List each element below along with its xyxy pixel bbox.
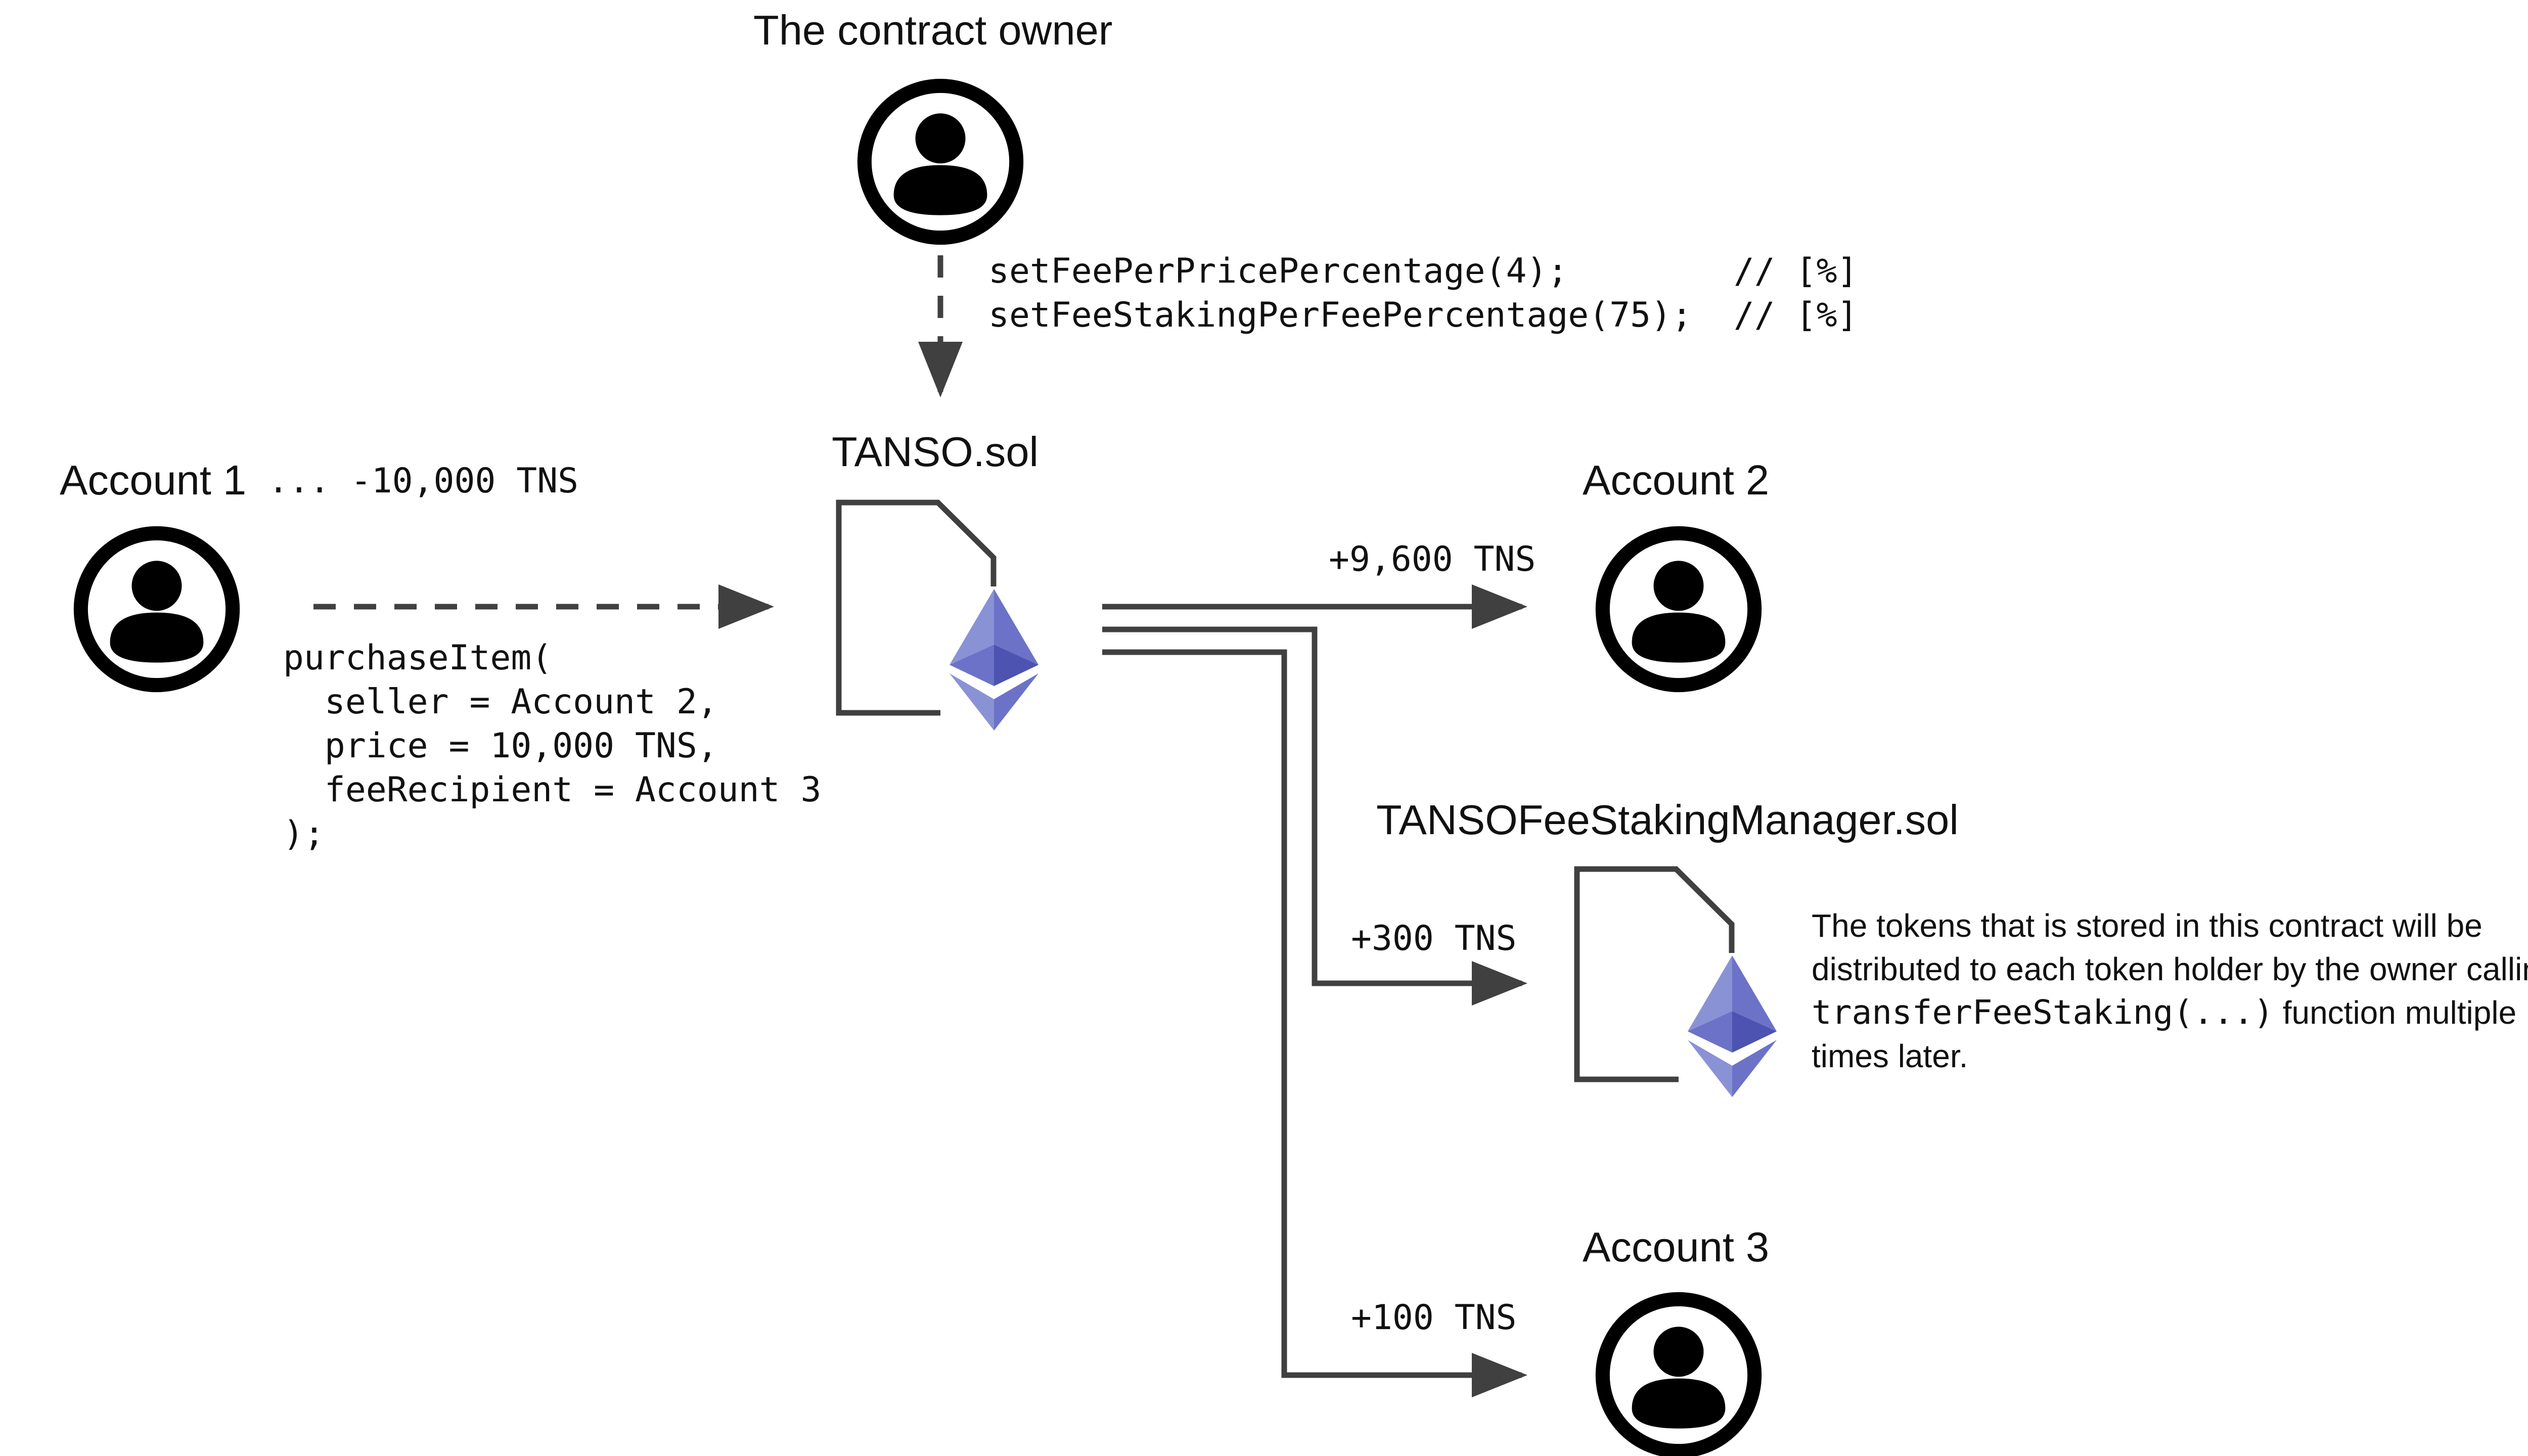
tanso-title: TANSO.sol — [832, 428, 1039, 475]
purchase-call-line-2: seller = Account 2, — [283, 682, 718, 722]
account1-user-icon — [73, 526, 240, 693]
tanso-contract-icon — [836, 499, 1039, 731]
staking-note-code: transferFeeStaking(...) — [1812, 993, 2274, 1032]
account3-user-icon — [1595, 1292, 1762, 1456]
owner-call-1: setFeePerPricePercentage(4); // [%] — [988, 251, 1858, 291]
account1-title: Account 1 — [60, 457, 247, 504]
purchase-call-line-1: purchaseItem( — [283, 638, 553, 678]
staking-title: TANSOFeeStakingManager.sol — [1376, 796, 1959, 843]
account3-amount: +100 TNS — [1351, 1298, 1517, 1338]
owner-title: The contract owner — [753, 7, 1113, 54]
account1-delta: ... -10,000 TNS — [268, 461, 579, 501]
staking-note-after: function multiple times later. — [1812, 994, 2517, 1074]
tanso-to-staking-arrow — [1102, 626, 1527, 1006]
account2-amount: +9,600 TNS — [1329, 539, 1536, 579]
staking-contract-icon — [1574, 866, 1777, 1097]
staking-note: The tokens that is stored in this contra… — [1812, 904, 2528, 1078]
purchase-call-line-5: ); — [283, 814, 325, 854]
owner-user-icon — [857, 78, 1024, 245]
account2-title: Account 2 — [1583, 457, 1770, 504]
staking-amount: +300 TNS — [1351, 919, 1517, 959]
account2-user-icon — [1595, 526, 1762, 693]
staking-note-before: The tokens that is stored in this contra… — [1812, 907, 2528, 987]
owner-call-2: setFeeStakingPerFeePercentage(75); // [%… — [988, 295, 1858, 335]
tanso-to-account3-arrow — [1102, 649, 1527, 1397]
purchase-call-line-4: feeRecipient = Account 3 — [283, 770, 822, 810]
purchase-call-line-3: price = 10,000 TNS, — [283, 726, 718, 766]
account3-title: Account 3 — [1583, 1223, 1770, 1270]
